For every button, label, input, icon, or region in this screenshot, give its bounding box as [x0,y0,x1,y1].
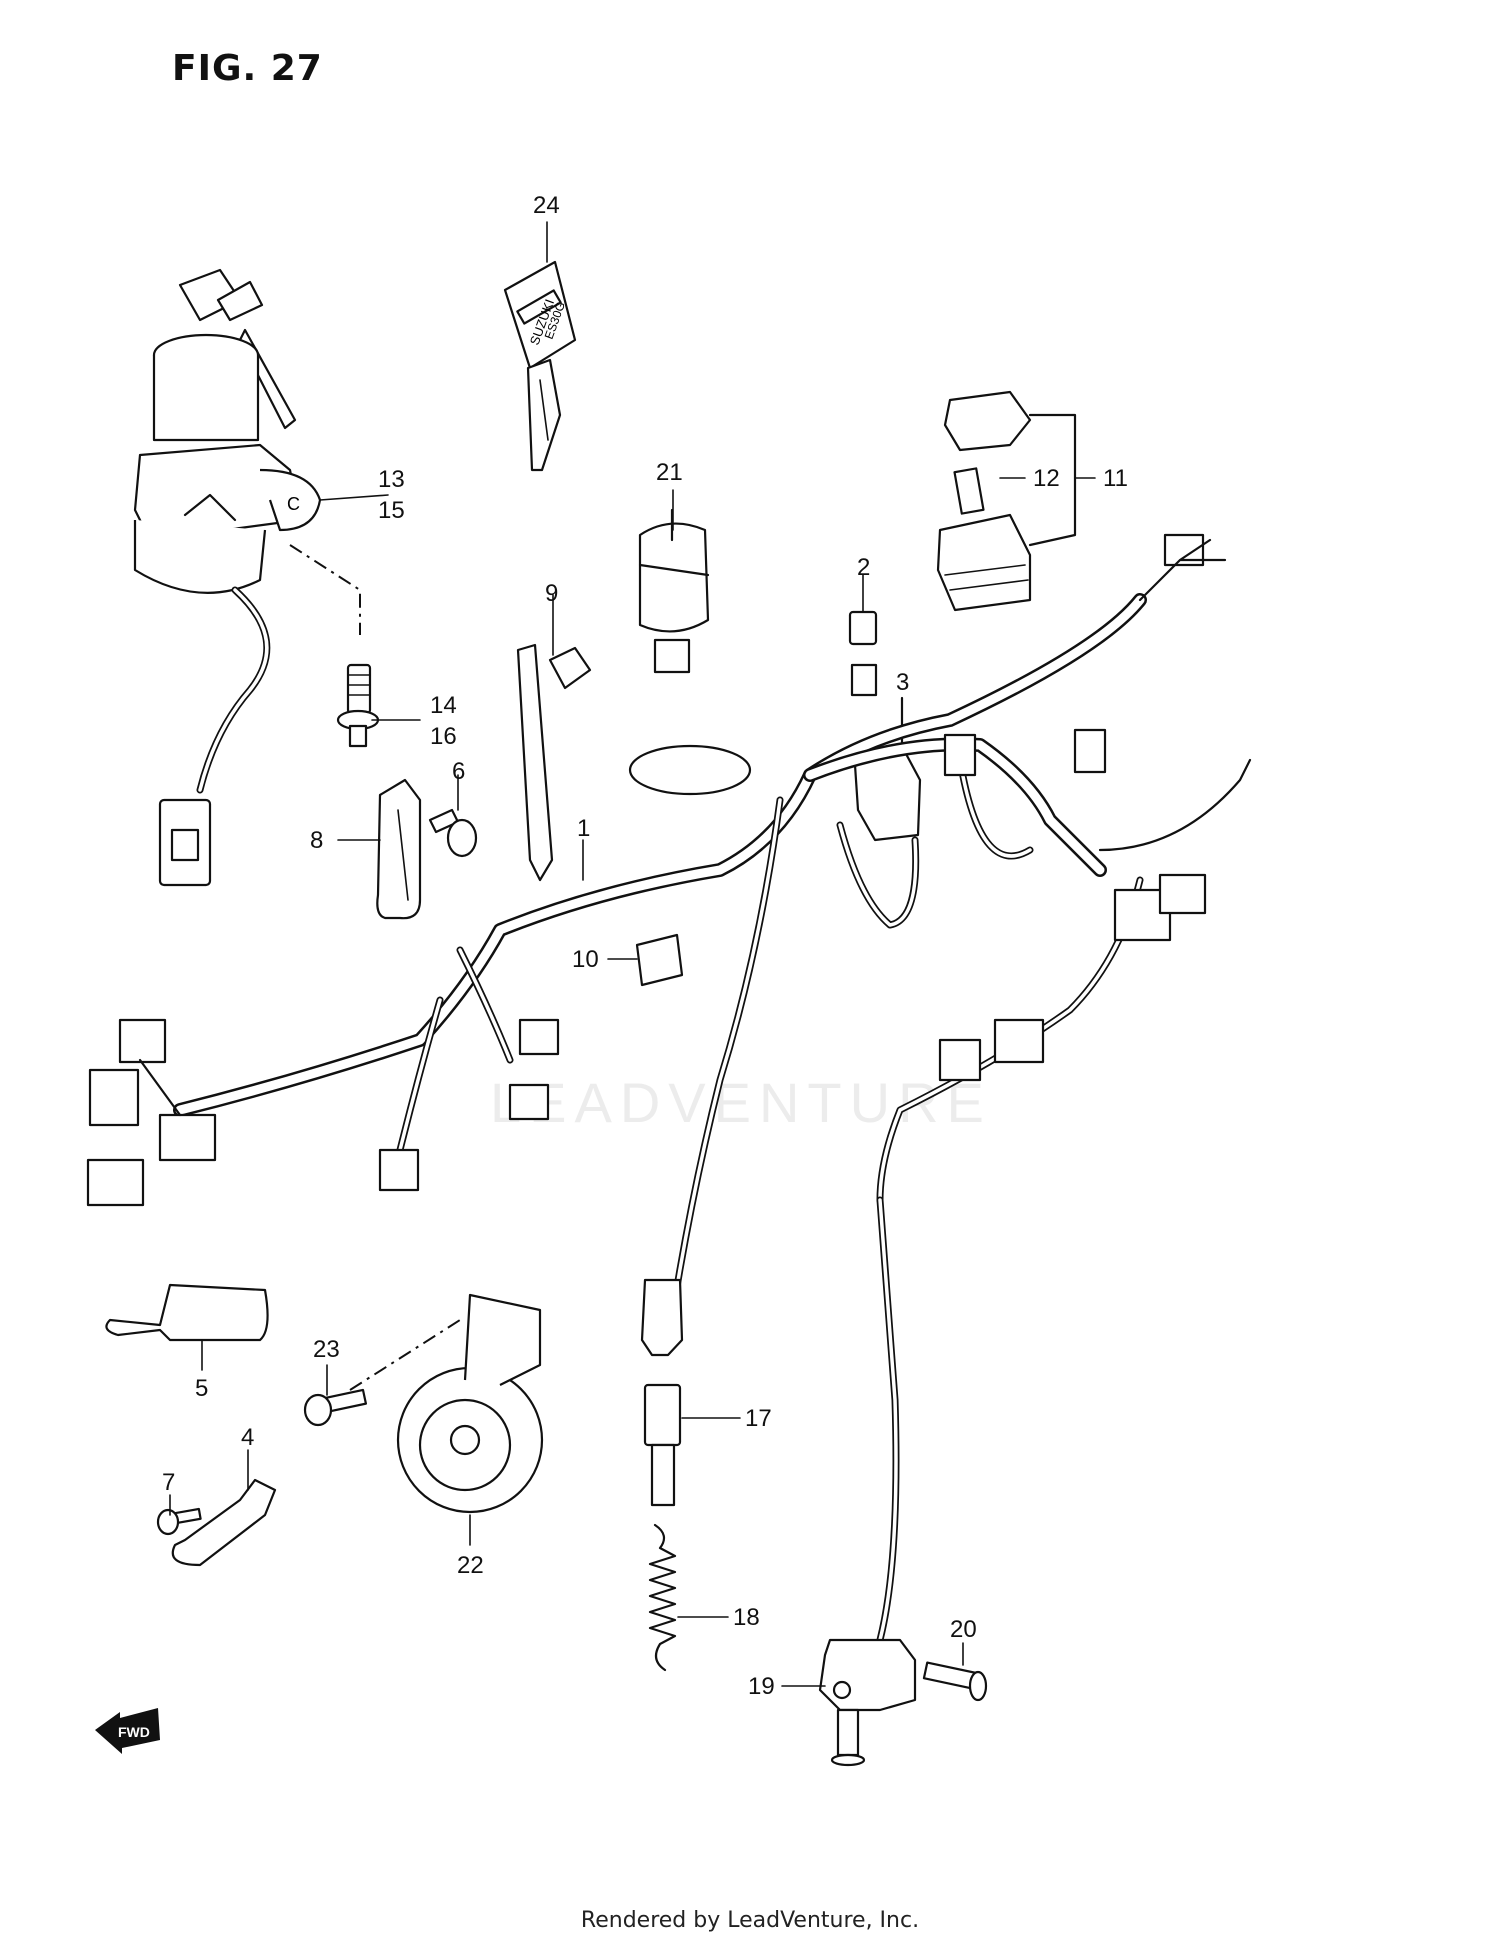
callout-11: 11 [1103,465,1128,492]
callout-1: 1 [577,815,590,842]
clamp-4-part[interactable] [171,1478,277,1567]
callout-18: 18 [733,1604,760,1631]
fuse-12-part[interactable] [953,467,985,515]
callout-10: 10 [572,946,599,973]
callout-9: 9 [545,580,558,607]
callout-7: 7 [162,1469,175,1496]
callout-5: 5 [195,1375,208,1402]
watermark: LEADVENTURE [490,1071,992,1134]
callout-17: 17 [745,1405,772,1432]
callout-22: 22 [457,1552,484,1579]
callout-23: 23 [313,1336,340,1363]
screw-14-part[interactable] [336,663,380,748]
switch-19-part[interactable] [818,1638,917,1767]
screw-23-part[interactable] [303,1388,368,1427]
callout-labels: 24 13 15 14 16 6 8 9 21 2 3 12 11 1 10 1… [162,192,1128,1700]
callout-12: 12 [1033,465,1060,492]
fwd-arrow-icon: FWD [95,1708,160,1754]
leader-lines [169,221,1096,1687]
callout-21: 21 [656,459,683,486]
callout-6: 6 [452,758,465,785]
switch-17-part[interactable] [640,1278,684,1507]
screw-7-part[interactable] [156,1507,202,1536]
clip-5-part[interactable] [105,1283,269,1342]
band-9-part[interactable] [516,643,592,882]
fwd-badge-text: FWD [118,1724,150,1740]
callout-15: 15 [378,497,405,524]
clamp-8-part[interactable] [376,778,422,920]
horn-22-part[interactable] [396,1293,544,1514]
main-harness-1-part[interactable] [86,533,1252,1644]
grommet-10-part[interactable] [635,933,684,987]
callout-4: 4 [241,1424,254,1451]
ignition-mark: C [287,494,300,514]
fuse-box-11-part[interactable] [936,390,1032,612]
key-part[interactable]: SUZUKI ES30G [503,260,577,472]
callout-13: 13 [378,466,405,493]
callout-2: 2 [857,554,870,581]
callout-8: 8 [310,827,323,854]
ignition-switch-part[interactable]: C [133,268,322,887]
figure-title: FIG. 27 [172,48,323,89]
spring-18-part[interactable] [648,1523,677,1672]
callout-16: 16 [430,723,457,750]
relay-21-part[interactable] [638,508,710,674]
callout-19: 19 [748,1673,775,1700]
callout-14: 14 [430,692,457,719]
callout-3: 3 [896,669,909,696]
diode-2-part[interactable] [848,610,878,697]
screw-6-part[interactable] [428,808,478,858]
callout-20: 20 [950,1616,977,1643]
cap-3-part[interactable] [853,696,922,842]
callout-24: 24 [533,192,560,219]
bolt-20-part[interactable] [922,1661,988,1702]
footer-credit: Rendered by LeadVenture, Inc. [580,1908,920,1933]
